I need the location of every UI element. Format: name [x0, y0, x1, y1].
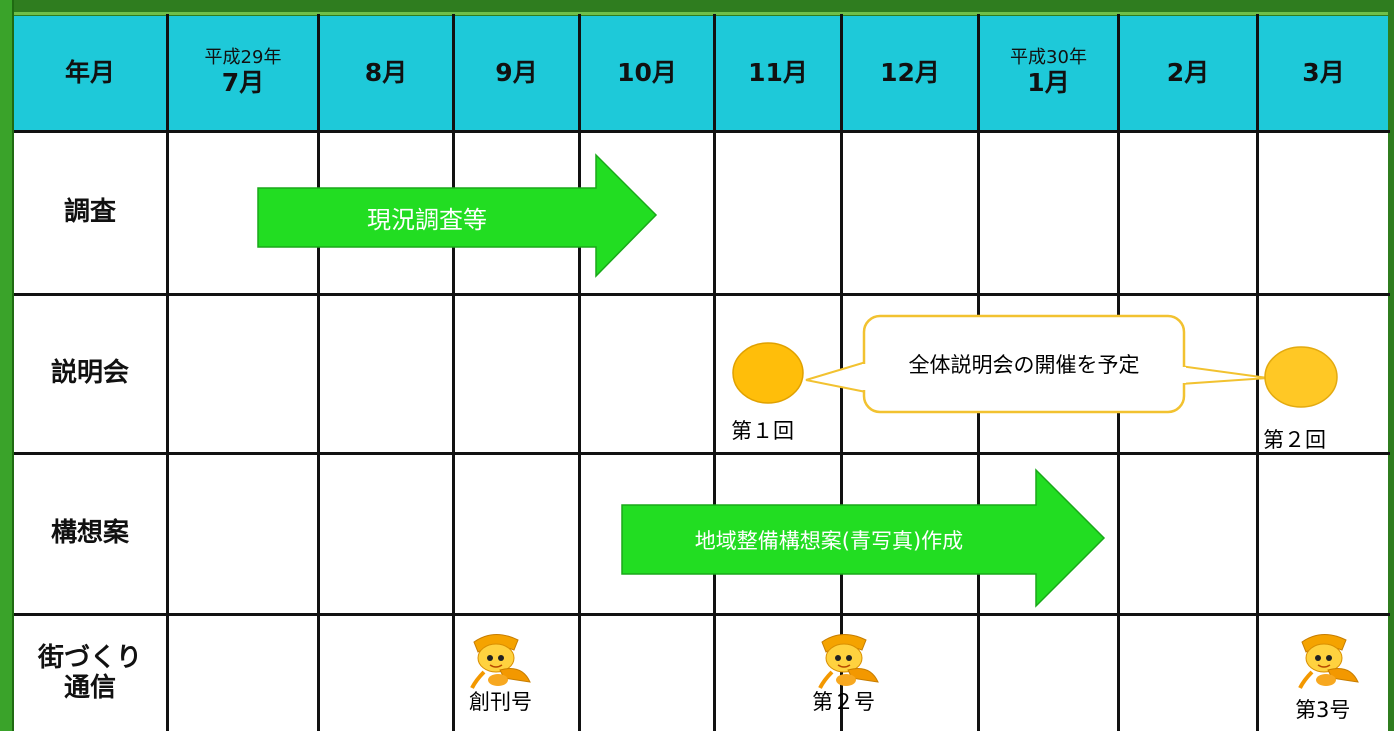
row-label-newsletter: 街づくり 通信 [14, 616, 166, 731]
grid-line [713, 14, 716, 731]
grid-line [14, 130, 1390, 133]
header-month-sep: 9月 [455, 16, 578, 130]
session-label-second: 第２回 [1263, 428, 1326, 452]
session-marker-second [1264, 346, 1338, 408]
session-label-first: 第１回 [731, 419, 794, 443]
header-month-jul: 平成29年 7月 [169, 16, 317, 130]
mascot-issue-1 [470, 634, 531, 689]
header-corner: 年月 [14, 16, 166, 130]
issue-label-3: 第3号 [1295, 698, 1351, 722]
issue-label-1: 創刊号 [469, 690, 532, 714]
survey-arrow [257, 153, 658, 278]
survey-arrow-label: 現況調査等 [367, 206, 487, 234]
mascot-issue-3 [1298, 634, 1359, 689]
grid-line [14, 613, 1390, 616]
header-month-aug: 8月 [320, 16, 452, 130]
session-marker-first [732, 342, 804, 404]
month-label: 12月 [880, 57, 940, 87]
callout-tail-right [1179, 364, 1269, 386]
month-label: 2月 [1166, 57, 1210, 87]
grid-line [317, 14, 320, 731]
mascot-issue-2 [818, 634, 879, 689]
row-label-text: 調査 [63, 197, 116, 228]
header-month-feb: 2月 [1120, 16, 1256, 130]
month-label: 8月 [364, 57, 408, 87]
month-label: 1月 [1027, 67, 1070, 97]
month-label: 3月 [1302, 57, 1345, 87]
row-label-briefing: 説明会 [14, 296, 166, 452]
callout-text: 全体説明会の開催を予定 [908, 353, 1140, 377]
row-label-text: 通信 [63, 672, 116, 703]
grid-line [14, 452, 1390, 455]
era-label: 平成30年 [1010, 47, 1087, 69]
plan-arrow-label: 地域整備構想案(青写真)作成 [694, 528, 964, 553]
frame-top-highlight [0, 12, 1394, 15]
row-label-survey: 調査 [14, 133, 166, 293]
frame-left-inner [12, 0, 14, 731]
month-label: 11月 [748, 57, 808, 87]
month-label: 9月 [495, 57, 538, 87]
frame-right [1388, 0, 1394, 731]
grid-line [1256, 14, 1259, 731]
header-month-mar: 3月 [1259, 16, 1388, 130]
header-row [14, 16, 1388, 130]
header-month-nov: 11月 [716, 16, 840, 130]
header-month-jan: 平成30年 1月 [980, 16, 1117, 130]
row-label-text: 街づくり [37, 642, 142, 673]
grid-line [166, 14, 169, 731]
month-label: 10月 [617, 57, 677, 87]
row-label-text: 説明会 [50, 358, 129, 389]
era-label: 平成29年 [204, 47, 282, 69]
grid-line [452, 14, 455, 731]
issue-label-2: 第２号 [812, 690, 875, 714]
grid-line [578, 14, 581, 731]
header-month-dec: 12月 [843, 16, 977, 130]
corner-label: 年月 [64, 57, 115, 87]
plan-arrow [621, 468, 1106, 608]
frame-left [0, 0, 12, 731]
month-label: 7月 [221, 67, 265, 97]
grid-line [14, 293, 1390, 296]
row-label-text: 構想案 [50, 518, 129, 549]
header-month-oct: 10月 [581, 16, 713, 130]
callout-tail-left [805, 360, 867, 394]
row-label-plan: 構想案 [14, 455, 166, 613]
